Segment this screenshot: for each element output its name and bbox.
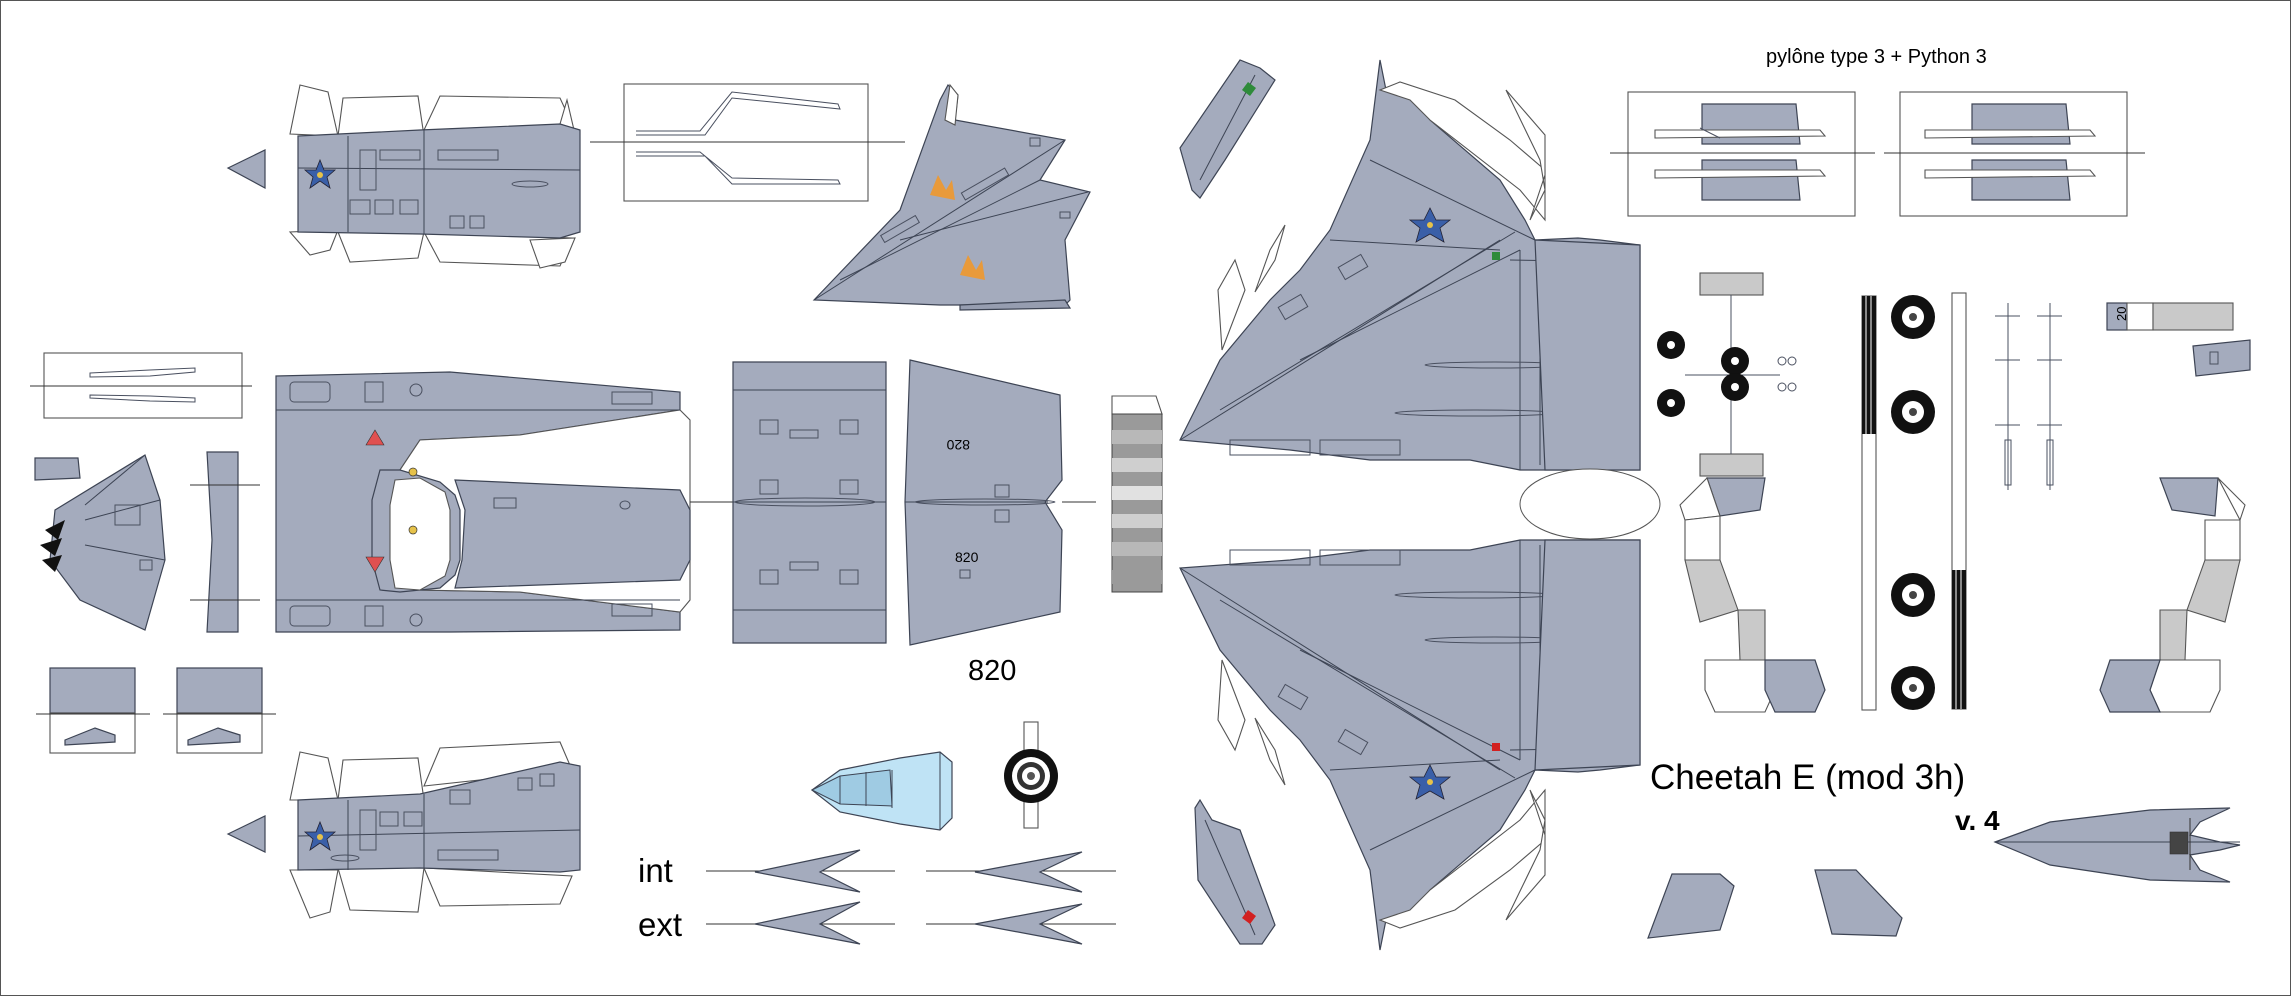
canopy-part: [810, 751, 953, 831]
oleo-strut-parts: [1995, 303, 2062, 490]
intake-ramp-part: [30, 352, 252, 419]
version-label: v. 4: [1955, 805, 2000, 836]
tire-icon: [1657, 331, 1749, 417]
small-box-parts: [36, 667, 276, 754]
delta-wing-part: [812, 83, 1091, 311]
nose-cone-part: [34, 454, 166, 631]
intake-splitters: [706, 849, 1116, 945]
engine-fan-icon: [1004, 721, 1058, 829]
fuselage-side-lower: [226, 741, 581, 919]
rear-belly-part: 820 820: [904, 359, 1063, 646]
pylon-caption: pylône type 3 + Python 3: [1766, 46, 1987, 68]
gear-strips: [1861, 292, 1967, 711]
fuselage-marking-bottom: 820: [955, 549, 979, 565]
intake-duct-left: [1679, 476, 1826, 713]
aircraft-number: 820: [968, 655, 1017, 687]
tagged-part: 20: [2106, 302, 2251, 377]
fuselage-upper-lower-part: [275, 371, 691, 633]
fuselage-marking-top: 820: [946, 437, 970, 453]
vertical-fin-parts: [1179, 59, 1276, 945]
engine-nozzle-part: [1111, 395, 1163, 593]
fuselage-side-upper: [226, 84, 581, 269]
warning-triangle-icon: [365, 429, 385, 573]
intake-ext-label: ext: [638, 906, 683, 943]
wheel-parts: [1891, 295, 1935, 710]
belly-panel: [732, 361, 887, 644]
missile-icon: [1654, 103, 1827, 201]
model-title: Cheetah E (mod 3h): [1650, 758, 1966, 797]
small-flap-parts: [1647, 869, 1903, 939]
wing-root-area: [1519, 239, 1661, 771]
drop-tank-part: [1993, 807, 2241, 883]
flame-emblem-icon: [930, 175, 985, 280]
pitot-probe-part: [590, 83, 905, 202]
star-roundel-icon: [303, 158, 337, 189]
main-wing-upper: [1179, 59, 1641, 471]
part-tag-label: 20: [2114, 307, 2129, 321]
missile-pylon-parts: [1610, 91, 2145, 217]
intake-duct-right: [2099, 477, 2246, 713]
landing-gear-parts: [1657, 272, 1797, 477]
spine-strip: [190, 451, 260, 633]
intake-int-label: int: [638, 852, 673, 889]
